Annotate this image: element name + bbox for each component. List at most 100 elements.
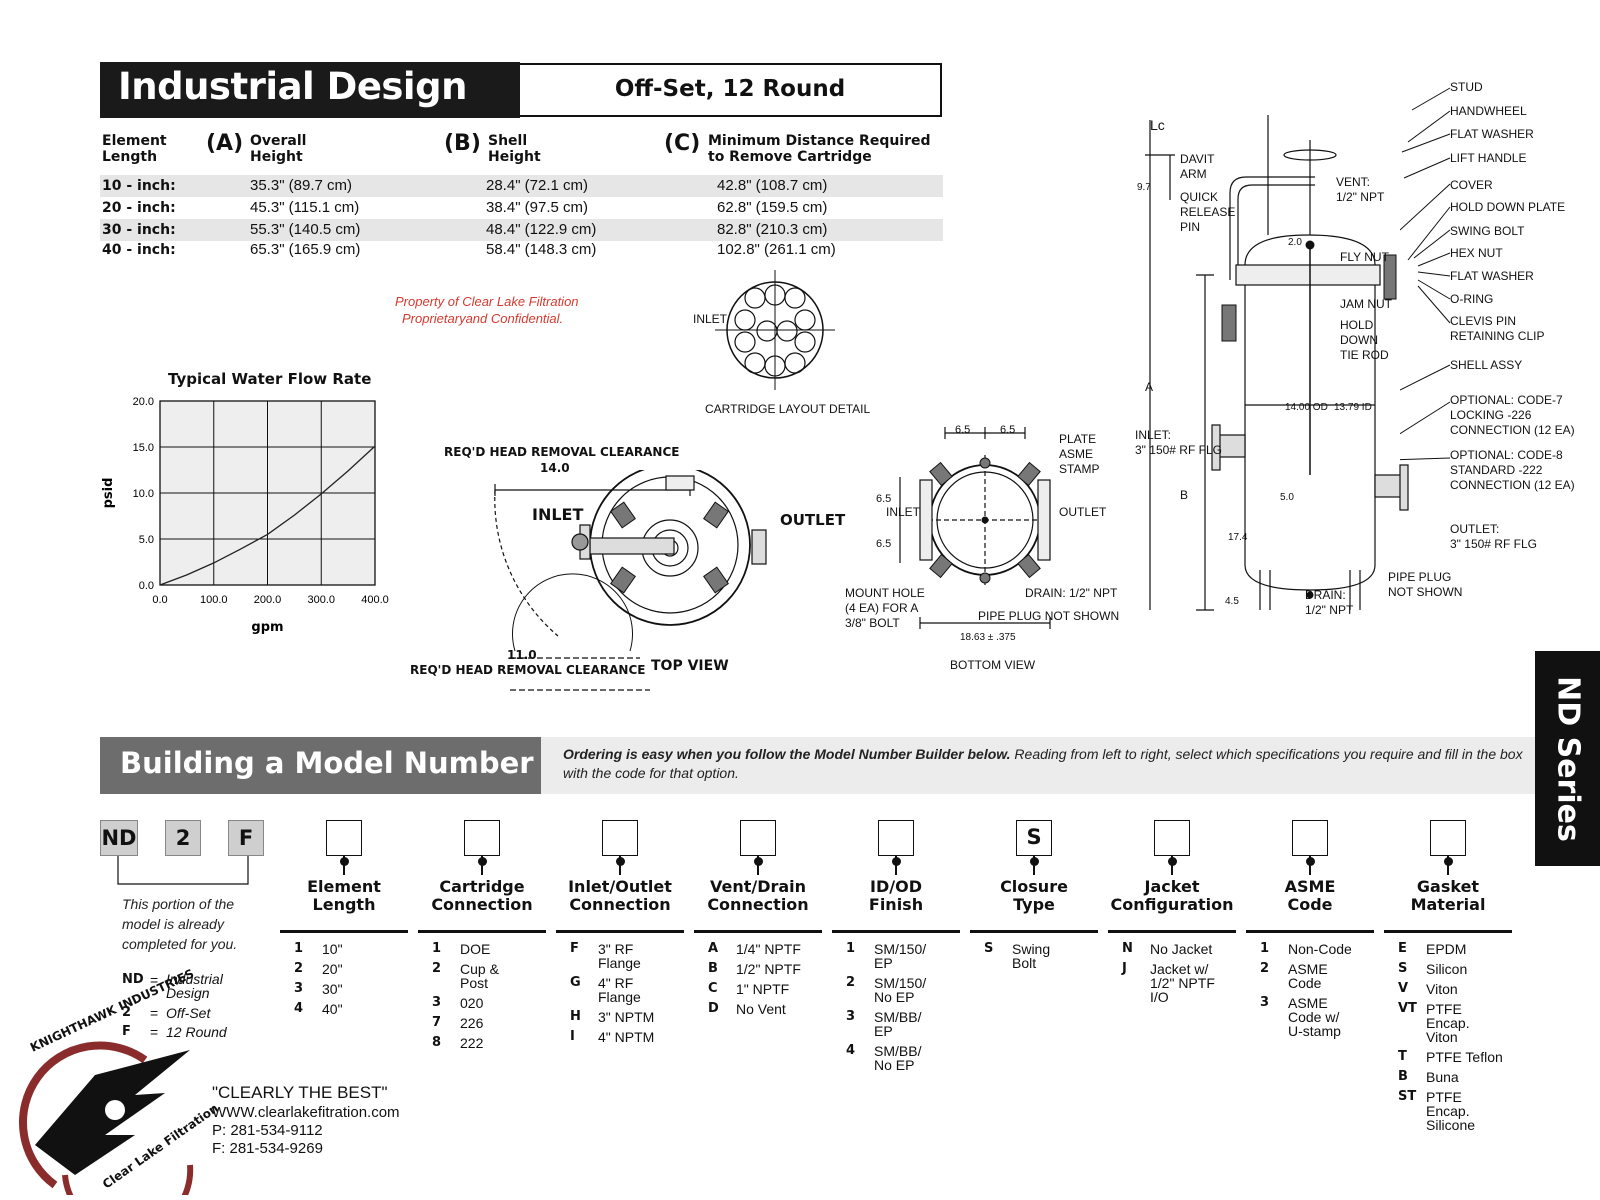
knighthawk-logo — [19, 1041, 194, 1195]
code-stem — [1309, 865, 1311, 875]
spec-cell: 55.3" (140.5 cm) — [250, 221, 361, 238]
builder-title: Building a Model Number — [100, 737, 541, 794]
header-overall-height: Overall Height — [250, 133, 307, 165]
legend-eq: = — [150, 1005, 159, 1021]
model-code-box[interactable] — [1292, 820, 1328, 856]
bottom-view-diagram — [899, 427, 1051, 629]
model-code-box[interactable] — [1430, 820, 1466, 856]
option-code: H — [570, 1009, 581, 1024]
prefilled-note: This portion of the model is already com… — [122, 896, 238, 952]
option-column-rule — [418, 930, 546, 933]
top-req-clearance: REQ'D HEAD REMOVAL CLEARANCE — [444, 445, 680, 459]
side-jam-nut: JAM NUT — [1340, 297, 1392, 311]
option-code: F — [570, 941, 579, 956]
code-dot — [753, 857, 763, 866]
option-desc: 3" NPTM — [598, 1009, 655, 1025]
option-desc: No Jacket — [1150, 941, 1213, 957]
option-code: J — [1122, 961, 1127, 976]
legend-desc: Off-Set — [166, 1005, 211, 1021]
code-dot — [1305, 857, 1315, 866]
bottom-view-caption: BOTTOM VIEW — [950, 658, 1036, 672]
option-desc: 1" NPTF — [736, 981, 790, 997]
spec-row: 40 - inch: 65.3" (165.9 cm) 58.4" (148.3… — [100, 239, 943, 261]
side-dim-b: B — [1180, 488, 1189, 502]
model-code-box[interactable] — [326, 820, 362, 856]
callout-flat-washer-2: FLAT WASHER — [1450, 269, 1534, 283]
x-tick-label: 300.0 — [307, 594, 335, 606]
property-notice-2: Proprietaryand Confidential. — [402, 311, 564, 326]
y-tick-label: 15.0 — [133, 442, 154, 454]
model-code-box[interactable] — [464, 820, 500, 856]
option-desc: ASME Code w/ U-stamp — [1288, 995, 1341, 1039]
callout-o-ring: O-RING — [1450, 292, 1494, 306]
code-stem — [895, 865, 897, 875]
model-code-box[interactable]: S — [1016, 820, 1052, 856]
option-column-title: Inlet/Outlet Connection — [568, 877, 672, 914]
option-desc: Buna — [1426, 1069, 1459, 1085]
option-code: S — [984, 941, 994, 956]
builder-intro-bold: Ordering is easy when you follow the Mod… — [563, 746, 1011, 762]
option-code: 4 — [294, 1001, 304, 1016]
callout-flat-washer: FLAT WASHER — [1450, 127, 1534, 141]
bottom-dim-6-5-c: 6.5 — [876, 493, 892, 505]
spec-cell: 62.8" (159.5 cm) — [717, 199, 828, 216]
builder-intro: Ordering is easy when you follow the Mod… — [541, 737, 1536, 794]
option-code: B — [1398, 1069, 1408, 1084]
spec-cell: 82.8" (210.3 cm) — [717, 221, 828, 238]
bottom-outlet-label: OUTLET — [1059, 505, 1107, 519]
option-desc: 4" RF Flange — [598, 975, 641, 1005]
option-desc: 020 — [460, 995, 484, 1011]
option-column-rule — [556, 930, 684, 933]
cartridge-layout-diagram — [715, 270, 835, 390]
callout-optional-code-7: OPTIONAL: CODE-7 LOCKING -226 CONNECTION… — [1450, 393, 1575, 437]
code-dot — [1167, 857, 1177, 866]
callout-shell-assy: SHELL ASSY — [1450, 358, 1523, 372]
option-desc: ASME Code — [1288, 961, 1328, 991]
option-desc: SM/150/ EP — [874, 941, 927, 971]
code-stem — [1171, 856, 1173, 874]
model-code-box[interactable] — [1154, 820, 1190, 856]
option-code: 2 — [1260, 961, 1270, 976]
option-column-title: Closure Type — [1000, 877, 1068, 914]
option-code: ST — [1398, 1089, 1417, 1104]
option-desc: PTFE Teflon — [1426, 1049, 1503, 1065]
series-line — [159, 445, 376, 586]
callout-leaders — [1400, 87, 1451, 461]
spec-cell: 20 - inch: — [102, 200, 176, 216]
top-req-clearance-bottom: REQ'D HEAD REMOVAL CLEARANCE — [410, 663, 646, 677]
cartridge-caption: CARTRIDGE LAYOUT DETAIL — [705, 402, 871, 416]
header-element-length: Element Length — [102, 133, 167, 165]
option-code: VT — [1398, 1001, 1417, 1016]
model-code-box[interactable] — [740, 820, 776, 856]
option-code: 2 — [294, 961, 304, 976]
model-code-box[interactable] — [602, 820, 638, 856]
option-desc: SM/BB/ No EP — [874, 1043, 922, 1073]
option-desc: 1/2" NPTF — [736, 961, 801, 977]
bottom-mount-hole: MOUNT HOLE (4 EA) FOR A 3/8" BOLT — [845, 586, 925, 630]
top-dim-11: 11.0 — [507, 648, 537, 662]
spec-row: 30 - inch: 55.3" (140.5 cm) 48.4" (122.9… — [100, 219, 943, 241]
option-desc: 226 — [460, 1015, 484, 1031]
code-stem — [1171, 865, 1173, 875]
x-tick-label: 400.0 — [361, 594, 389, 606]
option-code: 1 — [294, 941, 304, 956]
callout-hex-nut: HEX NUT — [1450, 246, 1503, 260]
x-axis-label: gpm — [251, 620, 283, 635]
legend-code: F — [122, 1024, 131, 1039]
option-code: 2 — [432, 961, 442, 976]
option-column-rule — [694, 930, 822, 933]
legend-desc: Industrial Design — [166, 971, 223, 1001]
property-notice-1: Property of Clear Lake Filtration — [395, 294, 579, 309]
option-desc: 4" NPTM — [598, 1029, 655, 1045]
top-view-diagram — [494, 470, 767, 691]
option-column-rule — [1384, 930, 1512, 933]
option-desc: 3" RF Flange — [598, 941, 641, 971]
model-code-box[interactable] — [878, 820, 914, 856]
option-column-rule — [832, 930, 960, 933]
option-code: V — [1398, 981, 1409, 996]
option-column-rule — [970, 930, 1098, 933]
option-desc: SM/150/ No EP — [874, 975, 927, 1005]
spec-cell: 58.4" (148.3 cm) — [486, 241, 597, 258]
side-dim-a: A — [1145, 380, 1154, 394]
option-code: 1 — [1260, 941, 1270, 956]
